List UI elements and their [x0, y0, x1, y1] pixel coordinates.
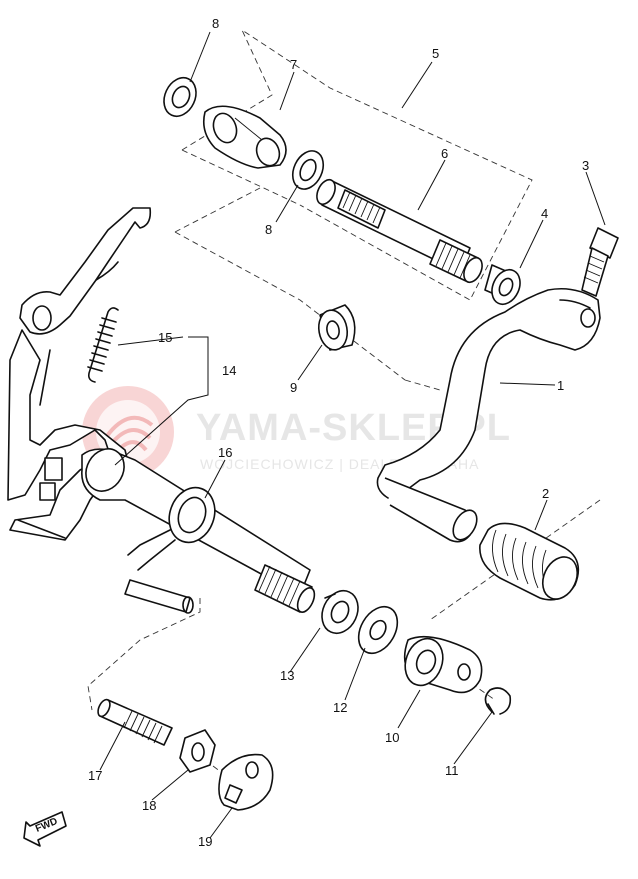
callout-19: 19	[198, 834, 212, 849]
washer-top	[163, 76, 197, 118]
callout-18: 18	[142, 798, 156, 813]
oil-seal	[321, 590, 359, 634]
callout-11: 11	[445, 763, 459, 778]
callout-4: 4	[541, 206, 548, 221]
pedal-rubber	[479, 522, 580, 601]
callout-6: 6	[441, 146, 448, 161]
callout-13: 13	[280, 668, 294, 683]
assembly-lines	[87, 28, 601, 776]
nut	[179, 729, 216, 773]
splined-shaft	[316, 178, 483, 284]
callout-14: 14	[222, 363, 236, 378]
callout-15: 15	[158, 330, 172, 345]
plate	[218, 753, 274, 811]
bushing-small	[317, 304, 356, 351]
callout-3: 3	[582, 158, 589, 173]
callout-1: 1	[557, 378, 564, 393]
callout-17: 17	[88, 768, 102, 783]
callout-12: 12	[333, 700, 347, 715]
callout-10: 10	[385, 730, 399, 745]
fwd-arrow-icon: FWD	[23, 811, 67, 847]
callout-7: 7	[290, 57, 297, 72]
circlip	[484, 687, 512, 715]
shift-pedal	[376, 287, 601, 543]
washer-middle	[291, 150, 325, 190]
callout-9: 9	[290, 380, 297, 395]
bushing	[484, 264, 521, 306]
shift-shaft	[81, 448, 316, 614]
spring	[87, 307, 119, 383]
callout-8-top: 8	[212, 16, 219, 31]
callout-2: 2	[542, 486, 549, 501]
callout-16: 16	[218, 445, 232, 460]
lever-end	[403, 635, 483, 694]
callout-5: 5	[432, 46, 439, 61]
bolt	[581, 227, 619, 297]
callout-labels: 8 7 5 6 3 4 8 9 1 2 15 14 16 13 12 10 11…	[88, 16, 589, 849]
callout-8-middle: 8	[265, 222, 272, 237]
lever-boss	[202, 105, 287, 169]
washer	[357, 605, 399, 655]
leader-lines	[99, 31, 606, 839]
stud-bolt	[97, 698, 173, 746]
